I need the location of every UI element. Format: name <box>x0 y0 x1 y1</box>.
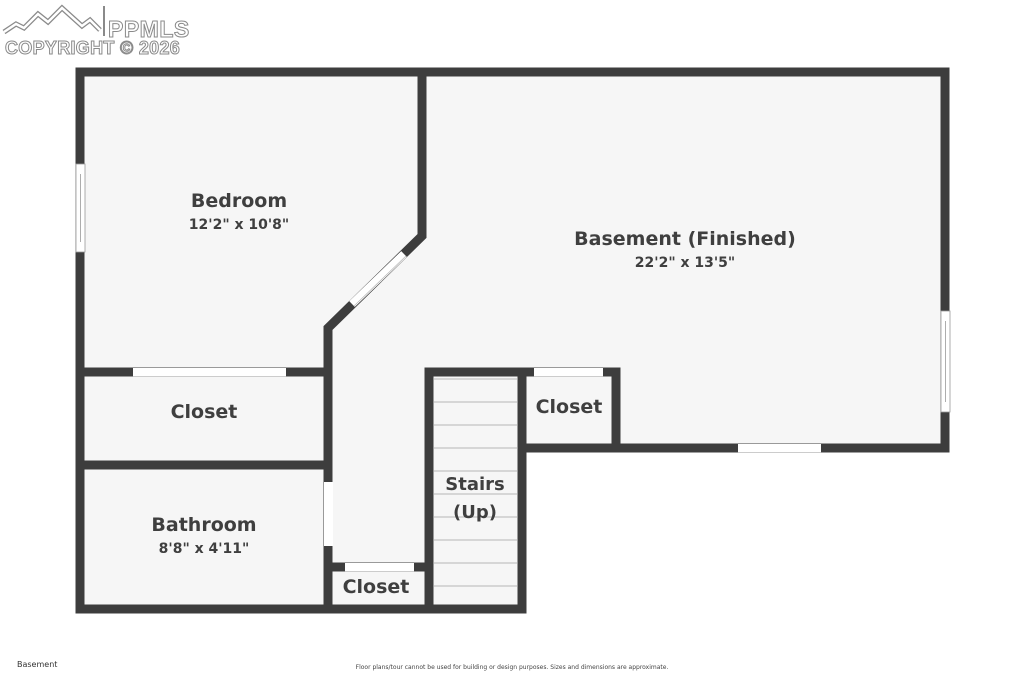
room-name: Closet <box>170 401 238 424</box>
floor-name: Basement <box>17 660 58 669</box>
openings <box>75 163 951 572</box>
room-name: Bedroom <box>190 190 288 213</box>
stair-treads <box>434 378 517 587</box>
stairs-direction: (Up) <box>453 502 497 523</box>
copyright-text: COPYRIGHT © 2026 <box>4 38 181 59</box>
disclaimer: Floor plans/tour cannot be used for buil… <box>355 664 669 671</box>
room-bathroom: Bathroom 8'8" x 4'11" <box>151 514 257 557</box>
floor-fill <box>80 72 946 610</box>
room-name: Closet <box>535 396 603 419</box>
stairs-label: Stairs <box>445 474 505 495</box>
ppmls-watermark: PPMLS COPYRIGHT © 2026 <box>2 2 202 59</box>
room-basement-finished: Basement (Finished) 22'2" x 13'5" <box>574 228 796 271</box>
room-dimensions: 12'2" x 10'8" <box>188 216 290 233</box>
room-name: Bathroom <box>151 514 257 537</box>
room-dimensions: 8'8" x 4'11" <box>158 540 250 557</box>
room-name: Closet <box>342 576 410 599</box>
room-dimensions: 22'2" x 13'5" <box>634 254 736 271</box>
room-closet-right: Closet <box>535 396 603 419</box>
room-stairs-up: Stairs (Up) <box>445 471 504 527</box>
room-closet-left: Closet <box>170 401 238 424</box>
room-bedroom: Bedroom 12'2" x 10'8" <box>188 190 290 233</box>
room-name: Basement (Finished) <box>574 228 796 251</box>
brand-name: PPMLS <box>108 16 190 43</box>
room-closet-bottom: Closet <box>342 576 410 599</box>
mountain-logo-icon <box>2 4 105 36</box>
